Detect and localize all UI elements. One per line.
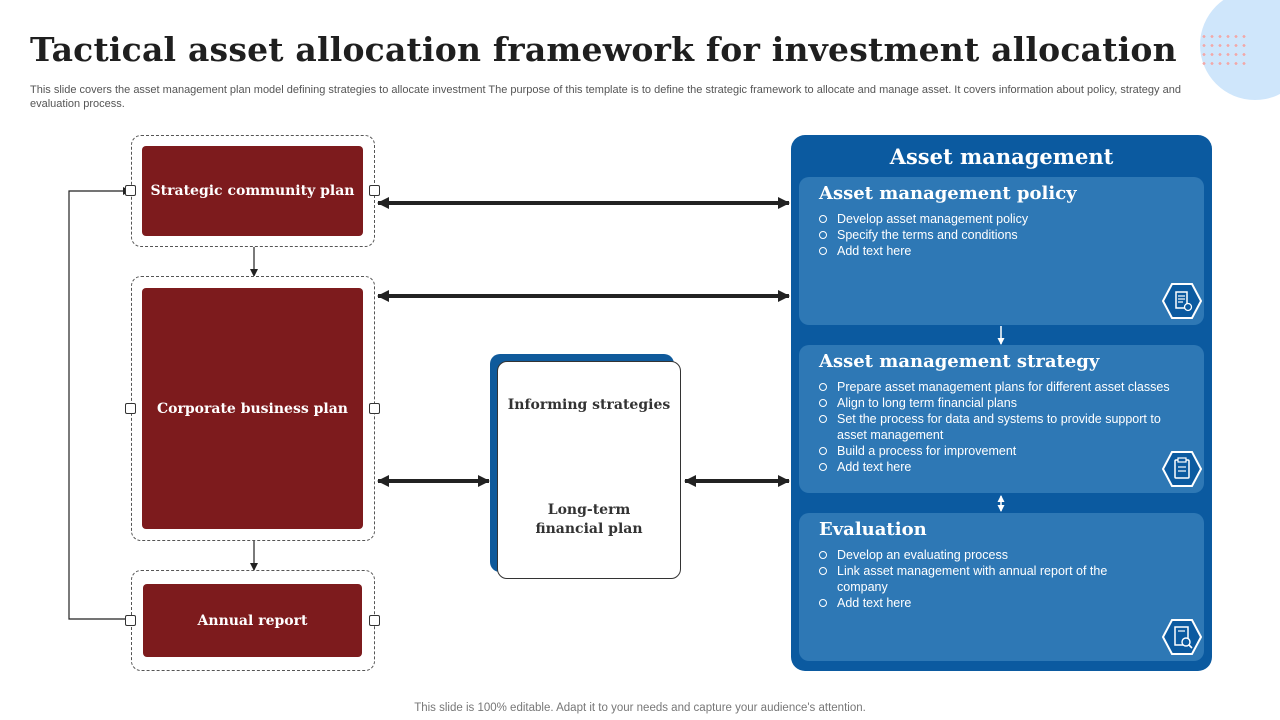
connector-handle (125, 403, 136, 414)
clipboard-icon (1162, 451, 1202, 487)
document-settings-icon (1162, 283, 1202, 319)
evaluation-card-title: Evaluation (819, 519, 927, 540)
connector-handle (369, 403, 380, 414)
list-item: Specify the terms and conditions (819, 227, 1194, 243)
informing-strategies-label: Informing strategies (507, 397, 671, 413)
list-item: Develop asset management policy (819, 211, 1194, 227)
connector-handle (369, 185, 380, 196)
page-subtitle: This slide covers the asset management p… (30, 84, 1181, 110)
list-item: Align to long term financial plans (819, 395, 1194, 411)
strategic-community-plan-box: Strategic community plan (142, 146, 363, 236)
evaluation-list: Develop an evaluating process Link asset… (819, 547, 1119, 611)
connector-handle (125, 185, 136, 196)
corporate-business-plan-box: Corporate business plan (142, 288, 363, 529)
footer-note: This slide is 100% editable. Adapt it to… (414, 702, 866, 714)
list-item: Link asset management with annual report… (819, 563, 1119, 595)
long-term-financial-plan-label: Long-term financial plan (535, 502, 643, 537)
list-item: Add text here (819, 459, 1194, 475)
strategy-card-title: Asset management strategy (819, 351, 1100, 372)
informing-strategies-box (497, 361, 681, 579)
strategy-list: Prepare asset management plans for diffe… (819, 379, 1194, 475)
list-item: Add text here (819, 595, 1119, 611)
policy-card-title: Asset management policy (819, 183, 1077, 204)
connector-handle (369, 615, 380, 626)
list-item: Build a process for improvement (819, 443, 1194, 459)
policy-list: Develop asset management policy Specify … (819, 211, 1194, 259)
feedback-loop-arrow (68, 187, 131, 620)
list-item: Prepare asset management plans for diffe… (819, 379, 1194, 395)
page-title: Tactical asset allocation framework for … (30, 30, 1177, 69)
decorative-dots (1200, 32, 1248, 68)
list-item: Develop an evaluating process (819, 547, 1119, 563)
connector-handle (125, 615, 136, 626)
annual-report-box: Annual report (143, 584, 362, 657)
list-item: Add text here (819, 243, 1194, 259)
report-search-icon (1162, 619, 1202, 655)
evaluation-card: Evaluation Develop an evaluating process… (799, 513, 1204, 661)
policy-card: Asset management policy Develop asset ma… (799, 177, 1204, 325)
list-item: Set the process for data and systems to … (819, 411, 1194, 443)
strategy-card: Asset management strategy Prepare asset … (799, 345, 1204, 493)
asset-management-title: Asset management (889, 144, 1114, 169)
